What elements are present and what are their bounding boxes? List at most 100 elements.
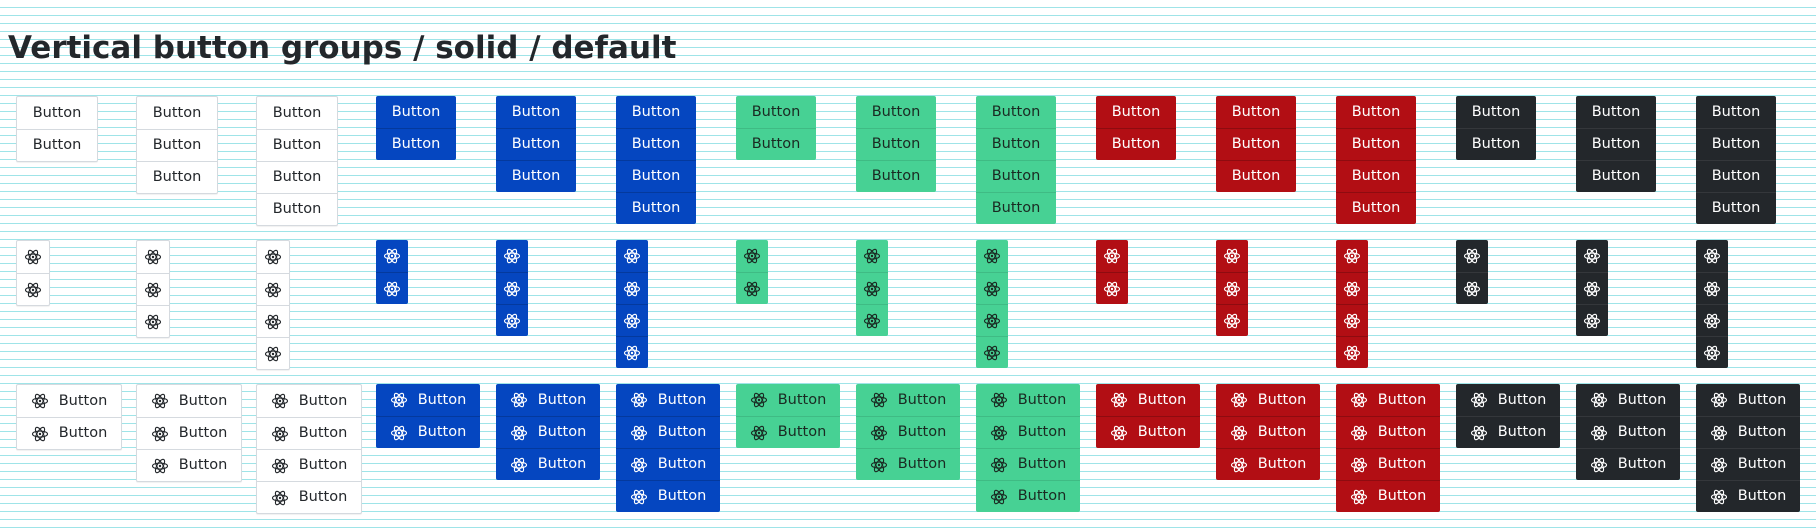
button[interactable]: Button [736,128,816,160]
button[interactable] [616,304,648,336]
button[interactable]: Button [616,192,696,224]
button[interactable]: Button [17,97,97,129]
button[interactable]: Button [616,480,720,512]
button[interactable]: Button [17,385,121,417]
button[interactable]: Button [1336,96,1416,128]
button[interactable]: Button [257,193,337,225]
button[interactable]: Button [1576,96,1656,128]
button[interactable]: Button [1696,128,1776,160]
button[interactable]: Button [496,384,600,416]
button[interactable]: Button [1216,384,1320,416]
button[interactable]: Button [856,448,960,480]
button[interactable]: Button [616,384,720,416]
button[interactable]: Button [137,449,241,481]
button[interactable]: Button [257,129,337,161]
button[interactable]: Button [257,417,361,449]
button[interactable]: Button [976,128,1056,160]
button[interactable]: Button [376,384,480,416]
button[interactable]: Button [1456,96,1536,128]
button[interactable]: Button [496,160,576,192]
button[interactable]: Button [1696,448,1800,480]
button[interactable]: Button [496,128,576,160]
button[interactable] [496,240,528,272]
button[interactable]: Button [1216,416,1320,448]
button[interactable]: Button [736,384,840,416]
button[interactable] [1096,240,1128,272]
button[interactable] [1456,272,1488,304]
button[interactable]: Button [257,97,337,129]
button[interactable] [1696,272,1728,304]
button[interactable]: Button [616,448,720,480]
button[interactable]: Button [856,416,960,448]
button[interactable]: Button [1336,448,1440,480]
button[interactable] [736,272,768,304]
button[interactable]: Button [1576,384,1680,416]
button[interactable] [1216,272,1248,304]
button[interactable]: Button [1576,448,1680,480]
button[interactable] [1096,272,1128,304]
button[interactable] [1576,240,1608,272]
button[interactable]: Button [736,96,816,128]
button[interactable] [137,273,169,305]
button[interactable] [376,240,408,272]
button[interactable]: Button [1696,160,1776,192]
button[interactable]: Button [616,416,720,448]
button[interactable] [1696,336,1728,368]
button[interactable] [137,241,169,273]
button[interactable]: Button [976,160,1056,192]
button[interactable] [976,272,1008,304]
button[interactable]: Button [1096,416,1200,448]
button[interactable]: Button [1456,416,1560,448]
button[interactable] [257,241,289,273]
button[interactable] [1216,240,1248,272]
button[interactable] [496,272,528,304]
button[interactable]: Button [137,161,217,193]
button[interactable]: Button [376,416,480,448]
button[interactable] [1576,304,1608,336]
button[interactable]: Button [1216,96,1296,128]
button[interactable]: Button [17,417,121,449]
button[interactable]: Button [616,128,696,160]
button[interactable] [1696,304,1728,336]
button[interactable]: Button [1096,128,1176,160]
button[interactable]: Button [1696,96,1776,128]
button[interactable] [616,272,648,304]
button[interactable]: Button [616,160,696,192]
button[interactable] [1336,272,1368,304]
button[interactable]: Button [1576,416,1680,448]
button[interactable]: Button [1336,160,1416,192]
button[interactable] [376,272,408,304]
button[interactable]: Button [17,129,97,161]
button[interactable]: Button [1336,192,1416,224]
button[interactable] [976,336,1008,368]
button[interactable]: Button [1696,416,1800,448]
button[interactable]: Button [257,449,361,481]
button[interactable] [17,241,49,273]
button[interactable] [257,337,289,369]
button[interactable]: Button [1216,160,1296,192]
button[interactable]: Button [856,128,936,160]
button[interactable]: Button [976,384,1080,416]
button[interactable]: Button [856,384,960,416]
button[interactable]: Button [137,417,241,449]
button[interactable] [1576,272,1608,304]
button[interactable] [616,336,648,368]
button[interactable]: Button [496,448,600,480]
button[interactable]: Button [976,96,1056,128]
button[interactable]: Button [1336,128,1416,160]
button[interactable]: Button [496,96,576,128]
button[interactable]: Button [1456,384,1560,416]
button[interactable] [137,305,169,337]
button[interactable]: Button [976,416,1080,448]
button[interactable] [1456,240,1488,272]
button[interactable]: Button [257,481,361,513]
button[interactable] [856,272,888,304]
button[interactable]: Button [616,96,696,128]
button[interactable]: Button [976,480,1080,512]
button[interactable]: Button [1096,96,1176,128]
button[interactable] [856,304,888,336]
button[interactable]: Button [736,416,840,448]
button[interactable]: Button [856,96,936,128]
button[interactable]: Button [1336,384,1440,416]
button[interactable]: Button [1096,384,1200,416]
